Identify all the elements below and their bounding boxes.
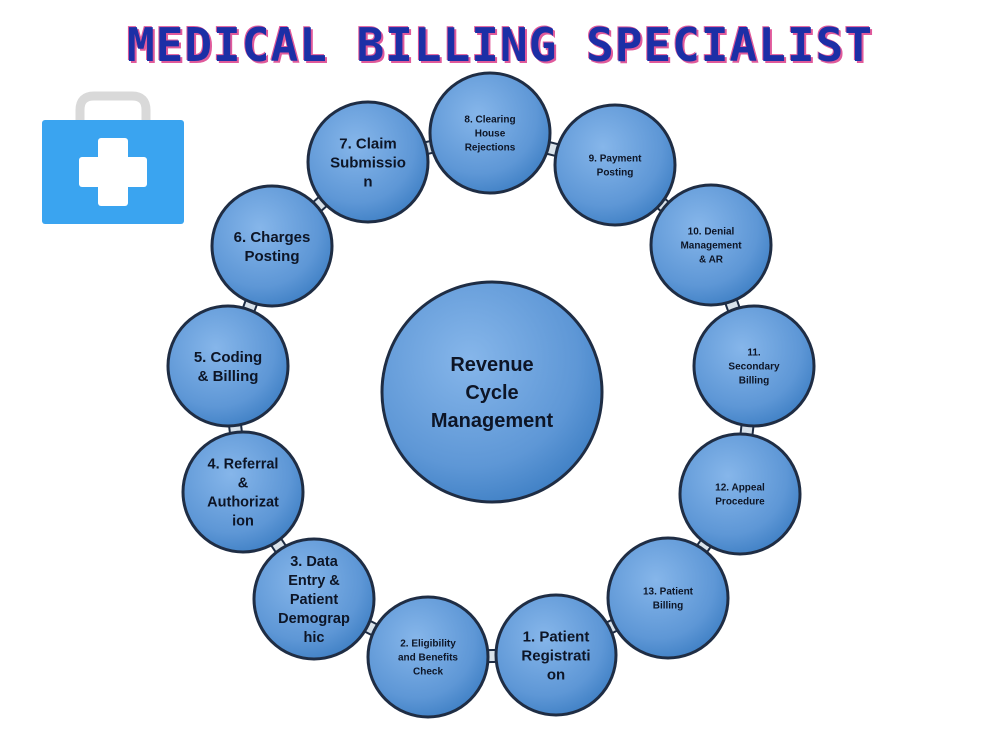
step-node-4-label-line: ion xyxy=(232,514,254,530)
step-node-3-label-line: hic xyxy=(304,630,325,646)
step-node-9-label-line: 9. Payment xyxy=(589,154,642,165)
step-node-2-circle xyxy=(366,595,490,719)
step-node-4-circle xyxy=(181,430,305,554)
step-node-1-circle xyxy=(494,593,618,717)
medical-kit-icon xyxy=(42,91,184,224)
step-node-3-label-line: Demograp xyxy=(278,611,350,627)
step-node-2-label-line: and Benefits xyxy=(398,653,458,664)
step-node-3-label-line: 3. Data xyxy=(290,554,338,570)
page-title: MEDICAL BILLING SPECIALIST xyxy=(126,18,874,72)
step-node-7-label-line: n xyxy=(363,173,372,190)
step-node-9-label-line: Posting xyxy=(597,168,634,179)
step-node-10-label-line: & AR xyxy=(699,255,724,266)
step-node-4-label-line: 4. Referral xyxy=(208,457,279,473)
step-node-5-circle xyxy=(166,304,290,428)
step-node-7-label-line: Submissio xyxy=(330,154,406,171)
step-node-10-label-line: 10. Denial xyxy=(688,227,735,238)
step-node-3-label-line: Patient xyxy=(290,592,339,608)
center-node-revenue-cycle-label-line: Revenue xyxy=(450,354,533,376)
step-node-11-label-line: 11. xyxy=(747,348,761,359)
step-node-3-label-line: Entry & xyxy=(288,573,340,589)
step-node-8-label-line: Rejections xyxy=(465,143,516,154)
step-node-8-label-line: 8. Clearing xyxy=(464,115,515,126)
step-node-1-label-line: on xyxy=(547,666,565,683)
step-node-12-circle xyxy=(678,432,802,556)
step-node-6-circle xyxy=(210,184,334,308)
step-node-10-label-line: Management xyxy=(680,241,742,252)
center-node-revenue-cycle-label-line: Management xyxy=(431,410,554,432)
step-node-4-label-line: & xyxy=(238,476,249,492)
center-node-revenue-cycle-label-line: Cycle xyxy=(465,382,518,404)
step-node-3-circle xyxy=(252,537,376,661)
step-node-8-circle xyxy=(428,71,552,195)
step-node-1-label-line: 1. Patient xyxy=(523,628,590,645)
step-node-11-label-line: Secondary xyxy=(728,362,780,373)
step-node-2-label-line: 2. Eligibility xyxy=(400,639,456,650)
step-node-13-circle xyxy=(606,536,730,660)
step-node-2-label-line: Check xyxy=(413,667,443,678)
step-node-13-label-line: 13. Patient xyxy=(643,587,694,598)
step-node-11-circle xyxy=(692,304,816,428)
step-node-13-label-line: Billing xyxy=(653,601,684,612)
step-node-5: 5. Coding & Billing xyxy=(166,304,290,428)
step-node-7-circle xyxy=(306,100,430,224)
step-node-6-label-line: 6. Charges xyxy=(234,229,311,246)
step-node-8-label-line: House xyxy=(475,129,506,140)
step-node-6-label-line: Posting xyxy=(245,248,300,265)
center-node-revenue-cycle-circle xyxy=(380,280,604,504)
step-node-12-label-line: Procedure xyxy=(715,497,765,508)
step-node-7-label-line: 7. Claim xyxy=(339,135,397,152)
step-node-12-label-line: 12. Appeal xyxy=(715,483,765,494)
step-node-9-circle xyxy=(553,103,677,227)
step-node-1-label-line: Registrati xyxy=(521,647,590,664)
step-node-10-circle xyxy=(649,183,773,307)
step-node-4: 4. Referral & Authorizat ion xyxy=(181,430,305,554)
step-node-5-label-line: 5. Coding xyxy=(194,349,262,366)
step-node-5-label-line: & Billing xyxy=(198,368,259,385)
step-node-11-label-line: Billing xyxy=(739,376,770,387)
step-node-4-label-line: Authorizat xyxy=(207,495,279,511)
